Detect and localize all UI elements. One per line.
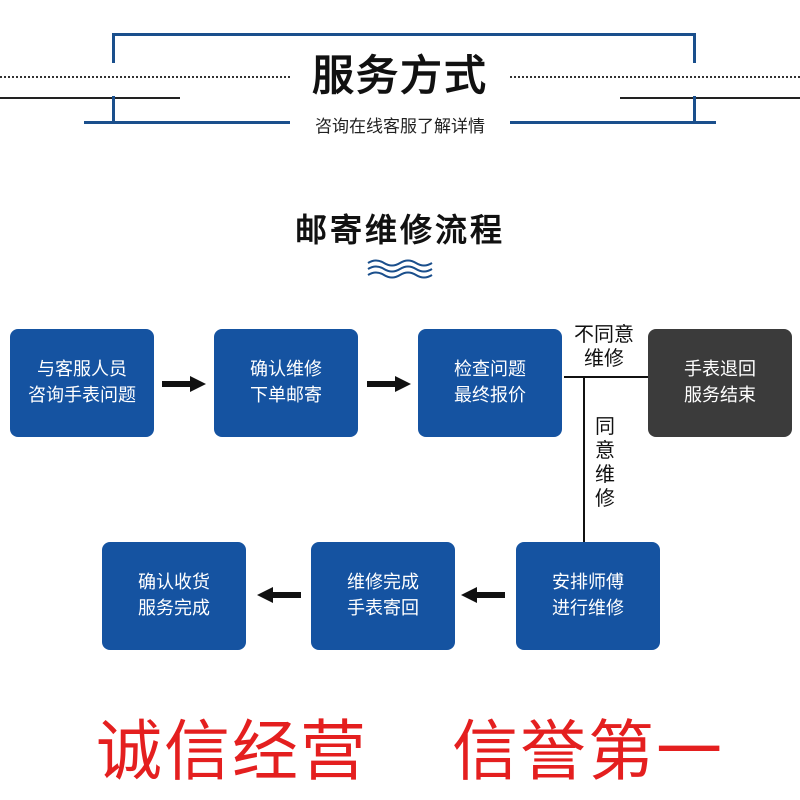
step-received-line2: 服务完成 (138, 598, 210, 619)
frame-left-lower-side (112, 96, 115, 124)
step-inspect-line1: 检查问题 (454, 359, 526, 380)
frame-right-lower-side (693, 96, 696, 124)
page-subtitle: 咨询在线客服了解详情 (290, 112, 510, 137)
agree-label-char2: 意 (595, 438, 615, 462)
agree-label-char3: 维 (595, 462, 615, 486)
disagree-label-line2: 维修 (584, 346, 624, 370)
frame-right-side (693, 33, 696, 63)
agree-label-char1: 同 (595, 414, 615, 438)
wave-icon (366, 258, 434, 284)
step-return-line1: 手表退回 (684, 359, 756, 380)
disagree-label: 不同意 维修 (566, 322, 642, 370)
connector-vertical (583, 376, 585, 542)
step-consult-line1: 与客服人员 (37, 359, 127, 380)
step-received-box: 确认收货 服务完成 (102, 542, 246, 650)
step-consult-box: 与客服人员 咨询手表问题 (10, 329, 154, 437)
arrow-right-icon (162, 376, 206, 392)
frame-dark-left (0, 97, 180, 99)
step-repair-box: 安排师傅 进行维修 (516, 542, 660, 650)
agree-label-char4: 修 (595, 486, 615, 510)
step-confirm-line2: 下单邮寄 (250, 385, 322, 406)
page-title: 服务方式 (311, 51, 488, 100)
agree-label: 同 意 维 修 (592, 414, 618, 510)
frame-dots-right (510, 76, 800, 78)
motto-right: 信誉第一 (452, 713, 724, 790)
step-repair-line1: 安排师傅 (552, 572, 624, 593)
frame-top-line (112, 33, 696, 36)
step-confirm-box: 确认维修 下单邮寄 (214, 329, 358, 437)
section-title: 邮寄维修流程 (294, 211, 505, 249)
step-shipback-line2: 手表寄回 (347, 598, 419, 619)
connector-horizontal (564, 376, 648, 378)
step-return-line2: 服务结束 (684, 385, 756, 406)
motto-left: 诚信经营 (96, 713, 368, 790)
step-shipback-line1: 维修完成 (347, 572, 419, 593)
frame-left-side (112, 33, 115, 63)
arrow-left-icon (461, 587, 505, 603)
step-received-line1: 确认收货 (138, 572, 210, 593)
frame-dark-right (620, 97, 800, 99)
step-consult-line2: 咨询手表问题 (28, 385, 136, 406)
arrow-right-icon (367, 376, 411, 392)
step-return-box: 手表退回 服务结束 (648, 329, 792, 437)
disagree-label-line1: 不同意 (574, 322, 634, 346)
frame-dots-left (0, 76, 290, 78)
arrow-left-icon (257, 587, 301, 603)
step-shipback-box: 维修完成 手表寄回 (311, 542, 455, 650)
step-confirm-line1: 确认维修 (250, 359, 322, 380)
step-inspect-line2: 最终报价 (454, 385, 526, 406)
step-inspect-box: 检查问题 最终报价 (418, 329, 562, 437)
step-repair-line2: 进行维修 (552, 598, 624, 619)
